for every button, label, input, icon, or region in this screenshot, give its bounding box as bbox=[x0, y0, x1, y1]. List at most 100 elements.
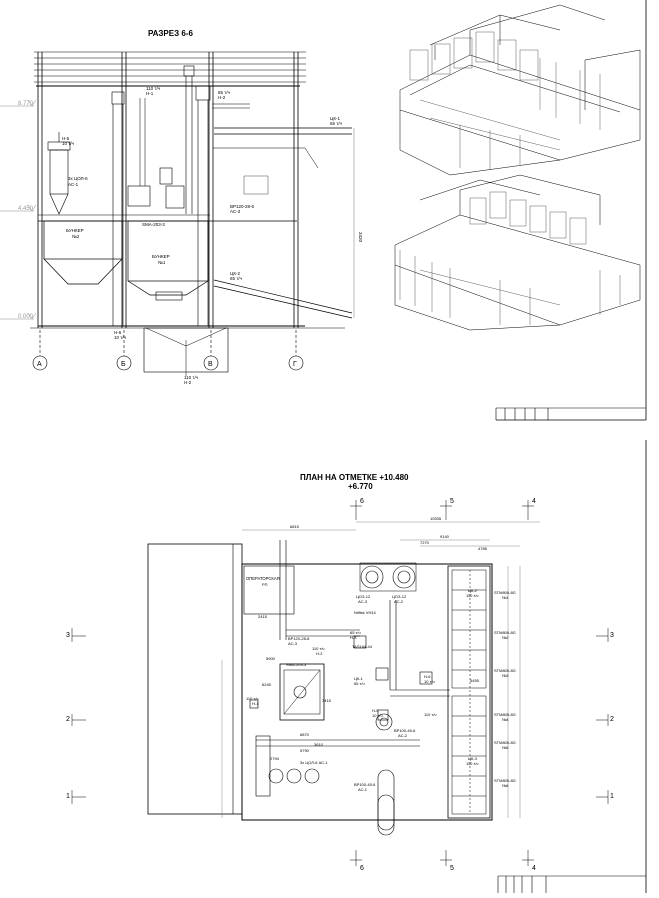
label-h6p: Н-6 bbox=[424, 674, 431, 679]
label-cyclone: 3х ЦОЛ-6 bbox=[68, 176, 88, 181]
dim-10535: 10535 bbox=[430, 516, 442, 521]
label-ck1b: 65 т/ч bbox=[330, 121, 343, 126]
label-stm5: STM800-8G bbox=[494, 740, 516, 745]
label-dim: 3420 bbox=[358, 232, 363, 243]
label-h5p: Н-5 bbox=[372, 708, 379, 713]
section-title: РАЗРЕЗ 6-6 bbox=[148, 29, 193, 38]
isometric-bottom bbox=[394, 174, 641, 331]
label-bottom1: 110 т/ч bbox=[184, 375, 199, 380]
label-sma-plan: SMA-203-3 bbox=[286, 662, 307, 667]
section-view bbox=[0, 51, 355, 376]
level-mark-top: 8.770 bbox=[18, 101, 34, 107]
label-czo2b: АС-2 bbox=[394, 599, 404, 604]
label-bunker2: БУНКЕР bbox=[66, 228, 84, 233]
label-czo1b: АС-3 bbox=[358, 599, 368, 604]
label-bunker2-num: №2 bbox=[72, 234, 80, 239]
dim-5900: 5900 bbox=[266, 656, 276, 661]
plan-axis-top-5: 5 bbox=[450, 498, 454, 505]
label-vr120: ВР120-28-8 bbox=[288, 636, 310, 641]
label-ck1pb: 65 т/ч bbox=[354, 681, 365, 686]
plan-view bbox=[71, 500, 609, 866]
dim-5790: 5790 bbox=[300, 748, 310, 753]
label-h2pb: Н-2 bbox=[316, 651, 323, 656]
plan-axis-right-3: 3 bbox=[610, 632, 614, 639]
label-h5-cap: 10 т/ч bbox=[62, 141, 75, 146]
plan-axis-left-3: 3 bbox=[66, 632, 70, 639]
label-stm3: STM800-8G bbox=[494, 668, 516, 673]
label-bottom2: Н-2 bbox=[184, 380, 192, 385]
label-vr100c: ВР100-45-6 bbox=[354, 782, 376, 787]
label-operator: ОПЕРАТОРСКАЯ bbox=[246, 576, 280, 581]
dim-9140: 9140 bbox=[440, 534, 450, 539]
label-h6b: 10 т/ч bbox=[114, 335, 127, 340]
dim-6815: 6815 bbox=[290, 524, 300, 529]
axis-label-g: Г bbox=[293, 361, 297, 368]
label-h5: Н-5 bbox=[62, 136, 70, 141]
label-h2b: Н-2 bbox=[218, 95, 226, 100]
label-stm6b: №6 bbox=[502, 783, 509, 788]
label-ck3p: ЦК-3 bbox=[468, 756, 478, 761]
label-ck1: ЦК-1 bbox=[330, 116, 340, 121]
label-vr120b: АС-3 bbox=[288, 641, 298, 646]
label-czo1: ЦОЗ-12 bbox=[356, 594, 371, 599]
label-stm5b: №5 bbox=[502, 745, 509, 750]
label-stm1: STM800-8G bbox=[494, 590, 516, 595]
plan-title: ПЛАН НА ОТМЕТКЕ +10.480 bbox=[300, 473, 409, 482]
plan-axis-right-1: 1 bbox=[610, 793, 614, 800]
dim-6870: 6870 bbox=[300, 732, 310, 737]
dim-2794: 2794 bbox=[270, 756, 280, 761]
plan-axis-bottom-6: 6 bbox=[360, 865, 364, 872]
label-h6: Н-6 bbox=[114, 330, 122, 335]
label-ck2: ЦК-2 bbox=[230, 271, 240, 276]
label-ck3pb: 110 т/ч bbox=[466, 761, 479, 766]
label-cyclone-2: АС-1 bbox=[68, 182, 79, 187]
level-mark-mid: 4.450 bbox=[18, 206, 34, 212]
label-tas: TAS164-44 bbox=[352, 644, 373, 649]
plan-labels: 6 5 4 6 5 4 3 2 1 3 2 1 6815 10535 9140 … bbox=[66, 498, 614, 872]
axis-label-a: А bbox=[37, 361, 42, 368]
section-labels: 8.770 4.450 0.000 А Б В Г БУНКЕР №2 БУНК… bbox=[18, 86, 363, 385]
plan-axis-bottom-4: 4 bbox=[532, 865, 536, 872]
plan-title-sub: +6.770 bbox=[348, 482, 373, 491]
level-mark-zero: 0.000 bbox=[18, 314, 34, 320]
isometric-top bbox=[399, 4, 641, 176]
label-nilfisk: Nilfisk VH14 bbox=[354, 610, 377, 615]
plan-axis-top-4: 4 bbox=[532, 498, 536, 505]
plan-axis-left-2: 2 bbox=[66, 716, 70, 723]
dim-3610: 3610 bbox=[314, 742, 324, 747]
plan-axis-top-6: 6 bbox=[360, 498, 364, 505]
label-ck2pb: 110 т/ч bbox=[466, 593, 479, 598]
label-czo2: ЦОЗ-12 bbox=[392, 594, 407, 599]
label-vr100: ВР100-45-6 bbox=[394, 728, 416, 733]
dim-2415: 2415 bbox=[258, 614, 268, 619]
plan-axis-right-2: 2 bbox=[610, 716, 614, 723]
label-h6pc: 110 т/ч bbox=[424, 712, 437, 717]
label-ck2p: ЦК-2 bbox=[468, 588, 478, 593]
dim-7270: 7270 bbox=[420, 540, 430, 545]
label-vr: ВР120-28-6 bbox=[230, 204, 255, 209]
plan-axis-bottom-5: 5 bbox=[450, 865, 454, 872]
label-h1p: 110 т/ч bbox=[246, 696, 259, 701]
sheet-frames bbox=[495, 0, 647, 893]
label-h1: 110 т/ч bbox=[146, 86, 161, 91]
label-h6pb: 10 т/ч bbox=[424, 679, 435, 684]
label-stm4: STM800-8G bbox=[494, 712, 516, 717]
label-cyclone-plan: 3х ЦОЛ-6 АС-1 bbox=[300, 760, 328, 765]
label-vr100d: АС-1 bbox=[358, 787, 368, 792]
axis-label-b: Б bbox=[121, 361, 126, 368]
label-operator-room: РП bbox=[262, 582, 268, 587]
dim-4785: 4785 bbox=[478, 546, 488, 551]
label-ck1p: ЦК-1 bbox=[354, 676, 364, 681]
label-ck2b: 65 т/ч bbox=[230, 276, 243, 281]
label-h1b: Н-1 bbox=[146, 91, 154, 96]
label-stm1b: №1 bbox=[502, 595, 509, 600]
label-h5pb: 10 т/ч bbox=[372, 713, 383, 718]
label-bunker1-num: №1 bbox=[158, 260, 166, 265]
dim-7415: 7415 bbox=[322, 698, 332, 703]
label-h2p: 110 т/ч bbox=[312, 646, 325, 651]
label-h2: 65 т/ч bbox=[218, 90, 231, 95]
label-stm6: STM800-8G bbox=[494, 778, 516, 783]
label-stm3b: №3 bbox=[502, 673, 509, 678]
